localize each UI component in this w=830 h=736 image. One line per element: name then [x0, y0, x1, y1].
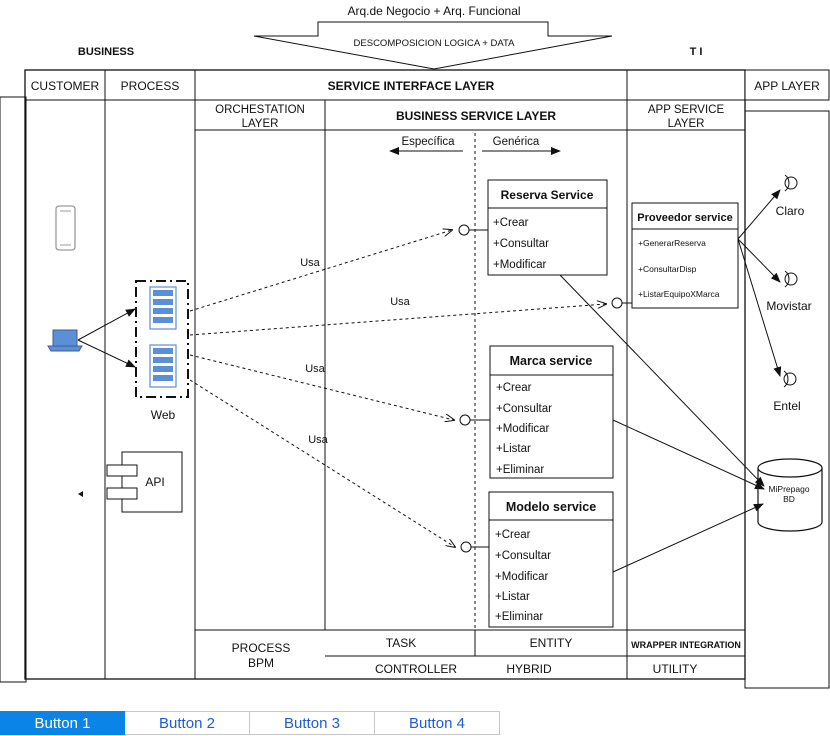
proveedor-to-movistar [737, 238, 781, 283]
generica-label: Genérica [493, 136, 540, 148]
modelo-service-class [488, 491, 614, 628]
database-icon [757, 458, 823, 532]
usa-label-2: Usa [390, 296, 410, 308]
reserva-service-title: Reserva Service [501, 188, 594, 202]
process-bpm-1: PROCESS [232, 641, 291, 655]
laptop-to-server-2 [77, 339, 136, 368]
controller-label: CONTROLLER [375, 662, 457, 676]
web-label: Web [151, 408, 176, 422]
usa-link-modelo [189, 379, 455, 547]
proveedor-op: +GenerarReserva [638, 238, 706, 248]
web-server-group [135, 280, 189, 398]
usa-link-proveedor [189, 304, 606, 336]
usa-label-3: Usa [305, 363, 325, 375]
page-tab-bar: Button 1 Button 2 Button 3 Button 4 [0, 711, 500, 735]
provider-claro: Claro [776, 204, 805, 218]
tab-button-3[interactable]: Button 3 [250, 711, 375, 735]
server-icon-1 [149, 286, 177, 330]
marca-op: +Consultar [496, 403, 552, 415]
tab-button-1[interactable]: Button 1 [0, 711, 125, 735]
claro-socket-icon [784, 174, 798, 192]
orchestation-header-1: ORCHESTATION [215, 104, 305, 116]
reserva-service-class [487, 179, 608, 276]
database-label-1: MiPrepago [768, 484, 809, 494]
reserva-to-db [559, 274, 765, 487]
especifica-label: Específica [401, 136, 455, 148]
modelo-op: +Crear [495, 529, 531, 541]
movistar-socket-icon [784, 270, 798, 288]
hybrid-label: HYBRID [506, 662, 552, 676]
proveedor-service-class [631, 202, 739, 309]
marca-service-class [489, 345, 614, 479]
laptop-to-server-1 [77, 308, 136, 341]
proveedor-to-entel [737, 238, 782, 377]
process-bpm-2: BPM [248, 656, 274, 670]
customer-header: CUSTOMER [31, 79, 100, 93]
marca-interface [459, 414, 490, 426]
entel-socket-icon [783, 370, 797, 388]
marca-op: +Crear [496, 382, 532, 394]
app-layer-header [744, 69, 830, 101]
modelo-interface [460, 541, 490, 553]
reserva-interface [458, 224, 488, 236]
modelo-service-title: Modelo service [506, 500, 596, 514]
business-service-header: BUSINESS SERVICE LAYER [396, 109, 556, 123]
marca-op: +Eliminar [496, 464, 544, 476]
utility-label: UTILITY [653, 662, 698, 676]
api-label: API [145, 475, 164, 489]
app-layer-frame [744, 110, 830, 689]
modelo-op: +Eliminar [495, 611, 543, 623]
laptop-icon [47, 329, 83, 352]
server-icon-2 [149, 344, 177, 388]
marca-to-db [612, 419, 765, 490]
api-component [106, 451, 183, 513]
entity-label: ENTITY [530, 636, 573, 650]
service-interface-header: SERVICE INTERFACE LAYER [328, 79, 495, 93]
modelo-to-db [612, 503, 764, 573]
proveedor-op: +ConsultarDisp [638, 264, 697, 274]
proveedor-interface [611, 297, 632, 309]
proveedor-to-claro [737, 189, 781, 240]
small-marker-icon [78, 491, 83, 497]
wrapper-integration-label: WRAPPER INTEGRATION [631, 640, 741, 650]
usa-label-4: Usa [308, 434, 328, 446]
reserva-op: +Crear [493, 217, 529, 229]
tab-button-4[interactable]: Button 4 [375, 711, 500, 735]
database-label-2: BD [783, 494, 795, 504]
mobile-phone-icon [55, 205, 76, 251]
usa-link-reserva [189, 230, 452, 312]
modelo-op: +Listar [495, 591, 530, 603]
top-label: Arq.de Negocio + Arq. Funcional [347, 4, 520, 18]
app-service-header-2: LAYER [668, 118, 705, 130]
decomposition-funnel [253, 21, 613, 70]
process-header: PROCESS [121, 79, 180, 93]
provider-entel: Entel [773, 399, 800, 413]
proveedor-service-title: Proveedor service [637, 212, 732, 224]
proveedor-op: +ListarEquipoXMarca [638, 289, 720, 299]
main-frame [24, 69, 746, 680]
orchestation-header-2: LAYER [242, 118, 279, 130]
marca-op: +Modificar [496, 423, 550, 435]
left-frame [0, 96, 27, 683]
app-layer-title: APP LAYER [754, 79, 820, 93]
reserva-op: +Modificar [493, 259, 547, 271]
business-label: BUSINESS [78, 46, 134, 58]
tab-button-2[interactable]: Button 2 [125, 711, 250, 735]
task-label: TASK [386, 636, 416, 650]
reserva-op: +Consultar [493, 238, 549, 250]
modelo-op: +Consultar [495, 550, 551, 562]
marca-service-title: Marca service [510, 354, 593, 368]
ti-label: T I [690, 46, 703, 58]
provider-movistar: Movistar [766, 299, 811, 313]
usa-label-1: Usa [300, 257, 320, 269]
modelo-op: +Modificar [495, 571, 549, 583]
marca-op: +Listar [496, 443, 531, 455]
funnel-label: DESCOMPOSICION LOGICA + DATA [354, 38, 516, 49]
app-service-header-1: APP SERVICE [648, 104, 725, 116]
